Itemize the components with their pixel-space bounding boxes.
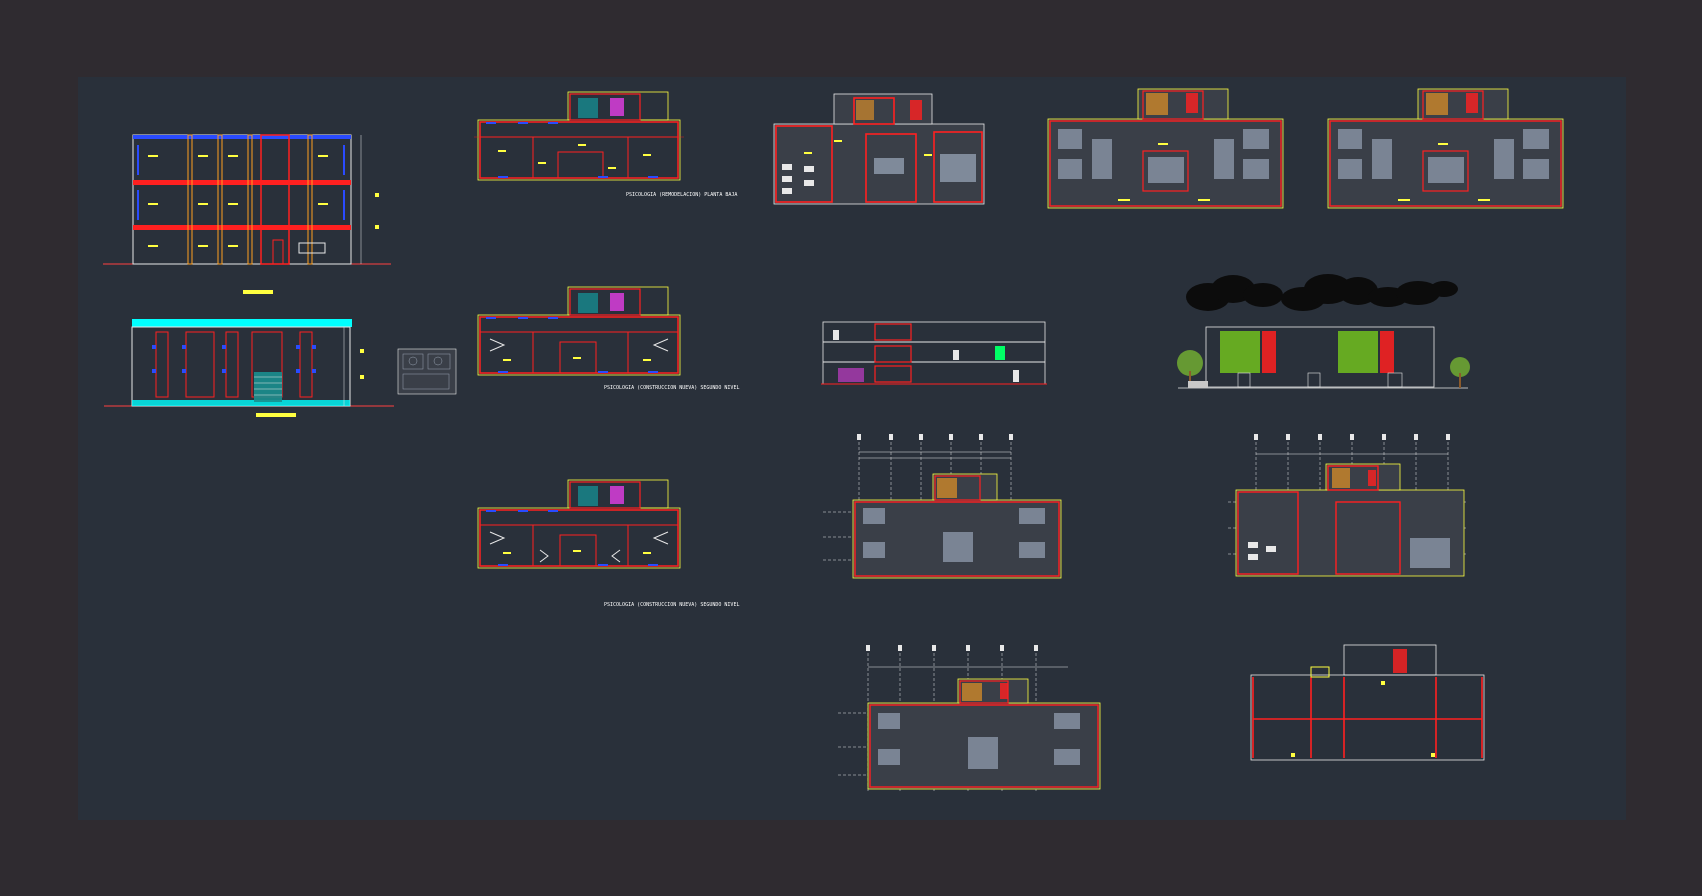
plan-second-new-1[interactable]: PSICOLOGIA (CONSTRUCCION NUEVA) SEGUNDO … bbox=[477, 286, 739, 391]
cad-drawing-canvas: PSICOLOGIA (REMODELACION) PLANTA BAJA PS… bbox=[103, 88, 1564, 793]
tree-icon bbox=[1177, 350, 1203, 376]
plan-title: PSICOLOGIA (CONSTRUCCION NUEVA) SEGUNDO … bbox=[604, 385, 739, 391]
structure-plan[interactable] bbox=[1250, 644, 1485, 761]
green-panels bbox=[1220, 331, 1394, 373]
side-elevation[interactable] bbox=[104, 319, 394, 417]
plan-second-new-2[interactable]: PSICOLOGIA (CONSTRUCCION NUEVA) SEGUNDO … bbox=[477, 479, 739, 608]
model-space-viewport[interactable]: PSICOLOGIA (REMODELACION) PLANTA BAJA PS… bbox=[78, 77, 1626, 820]
detail-plan[interactable] bbox=[397, 348, 457, 395]
section-a[interactable] bbox=[821, 321, 1047, 385]
gridded-plan-a[interactable] bbox=[823, 434, 1062, 579]
furnished-plan-a[interactable] bbox=[773, 93, 985, 205]
plan-title: PSICOLOGIA (REMODELACION) PLANTA BAJA bbox=[626, 192, 737, 198]
cloud-shapes bbox=[1186, 274, 1458, 311]
car-icon bbox=[1188, 381, 1208, 388]
gridded-plan-b[interactable] bbox=[1228, 434, 1468, 577]
furnished-plan-b[interactable] bbox=[1047, 88, 1284, 209]
rendered-elevation[interactable] bbox=[1177, 274, 1470, 389]
furnished-plan-c[interactable] bbox=[1327, 88, 1564, 209]
plan-ground-remodel[interactable]: PSICOLOGIA (REMODELACION) PLANTA BAJA bbox=[474, 91, 737, 198]
plan-title: PSICOLOGIA (CONSTRUCCION NUEVA) SEGUNDO … bbox=[604, 602, 739, 608]
gridded-plan-c[interactable] bbox=[838, 645, 1101, 793]
front-elevation[interactable] bbox=[103, 134, 391, 294]
tree-icon bbox=[1450, 357, 1470, 377]
